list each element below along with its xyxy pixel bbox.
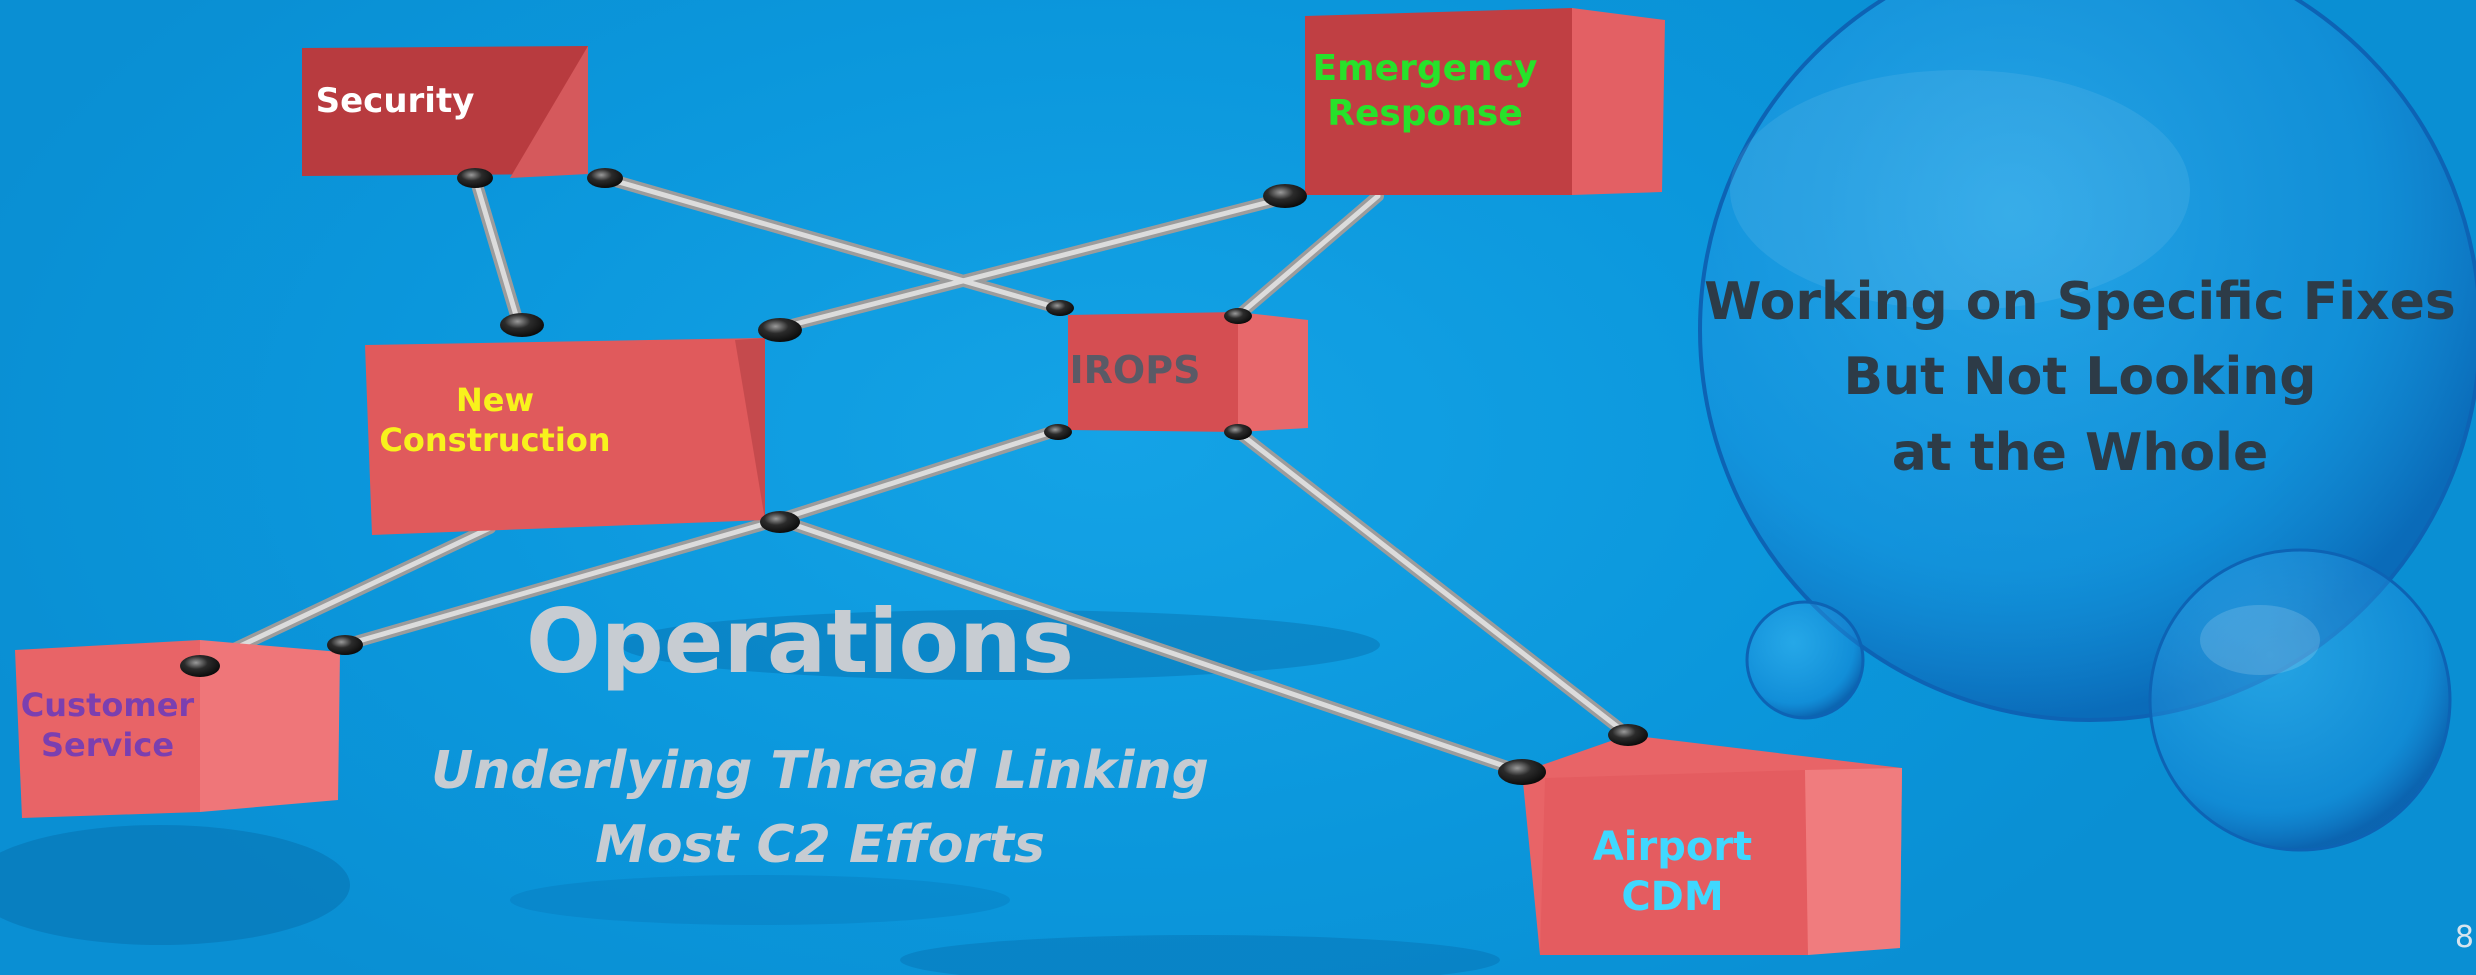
irops-label-text: IROPS: [1069, 348, 1201, 392]
emergency-label-line-1: Emergency: [1312, 48, 1538, 89]
bubble-graphic: [1698, 0, 2476, 852]
node-label-emergency-response: Emergency Response: [1300, 46, 1550, 136]
operations-subtitle: Underlying Thread Linking Most C2 Effort…: [420, 735, 1220, 883]
airport-cdm-label-line-2: CDM: [1621, 874, 1724, 920]
new-construction-label-line-1: New: [455, 381, 535, 419]
box-customer-service: [15, 640, 340, 818]
node-label-security: Security: [300, 80, 490, 123]
operations-title: Operations: [526, 590, 1074, 693]
connector-rods: [194, 172, 1634, 778]
operations-subtitle-line-2: Most C2 Efforts: [595, 814, 1045, 875]
box-security: [302, 46, 588, 178]
node-label-customer-service: Customer Service: [10, 685, 205, 765]
bubble-caption-line-2: But Not Looking: [1843, 347, 2317, 408]
connector-joints: [180, 168, 1648, 785]
bubble-caption-line-3: at the Whole: [1891, 422, 2269, 483]
floor-shadows: [0, 610, 1500, 975]
customer-service-label-line-1: Customer: [20, 686, 195, 724]
box-new-construction: [365, 338, 765, 535]
box-emergency-response: [1305, 8, 1665, 195]
airport-cdm-label-line-1: Airport: [1592, 824, 1753, 870]
emergency-label-line-2: Response: [1327, 93, 1523, 134]
new-construction-label-line-2: Construction: [379, 421, 611, 459]
bubble-caption-line-1: Working on Specific Fixes: [1704, 272, 2456, 332]
node-label-irops: IROPS: [1060, 347, 1210, 395]
customer-service-label-line-2: Service: [40, 726, 175, 764]
bubble-caption: Working on Specific Fixes But Not Lookin…: [1700, 265, 2460, 491]
security-label-text: Security: [315, 81, 475, 121]
operations-subtitle-line-1: Underlying Thread Linking: [431, 741, 1209, 801]
small-bubble-left: [1745, 600, 1865, 720]
small-bubble-right: [2148, 548, 2452, 852]
node-label-airport-cdm: Airport CDM: [1565, 822, 1780, 922]
node-label-new-construction: New Construction: [370, 380, 620, 460]
large-bubble: [1698, 0, 2476, 722]
page-number: 8: [2454, 920, 2474, 955]
box-irops: [1068, 312, 1308, 432]
box-airport-cdm: [1522, 735, 1902, 955]
